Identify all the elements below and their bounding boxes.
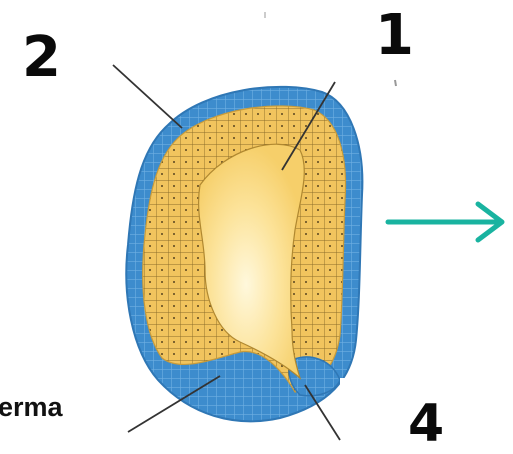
label-4: 4 — [408, 398, 444, 450]
label-1: 1 — [375, 8, 414, 64]
leader-line-2 — [113, 65, 182, 128]
blastopore-opening — [340, 378, 362, 398]
partial-term-label: erma — [0, 394, 63, 421]
arrow-right-icon — [388, 204, 502, 240]
label-2: 2 — [22, 30, 61, 86]
tick-mark-right — [395, 80, 396, 86]
